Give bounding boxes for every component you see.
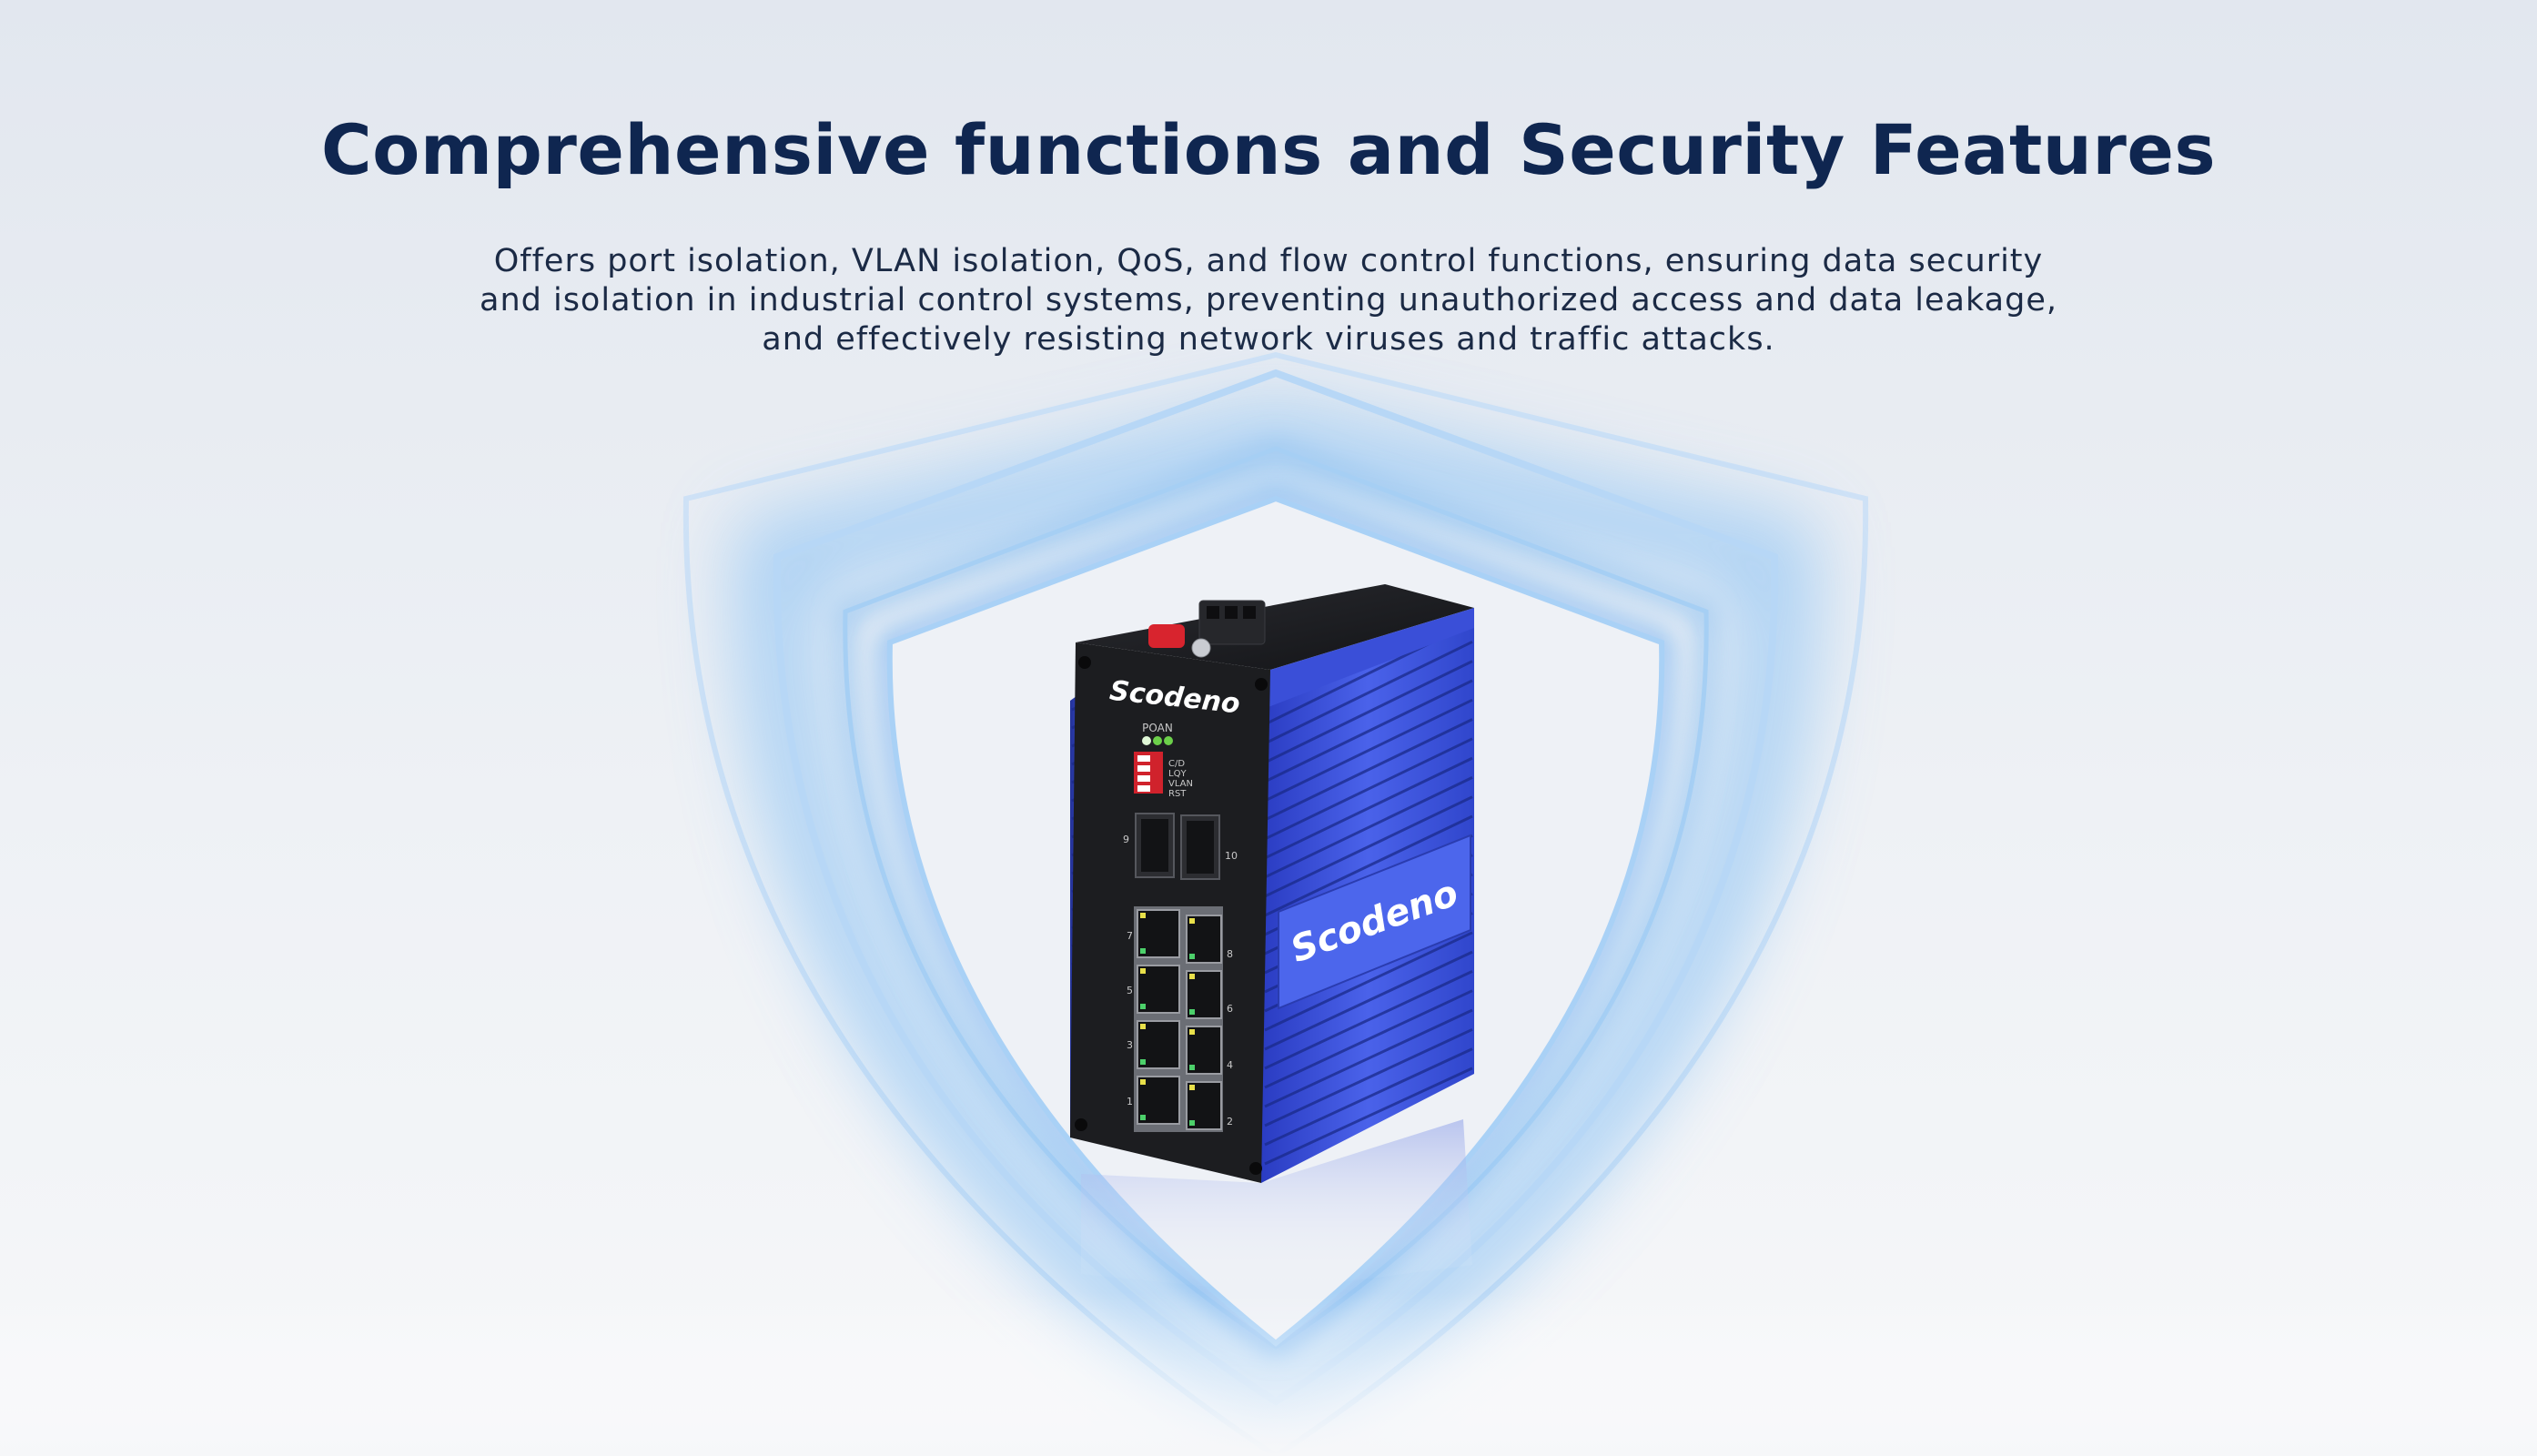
port-number: 5 [1127, 985, 1133, 996]
heatsink-fin [1264, 1027, 1473, 1127]
rj45-ports [1134, 906, 1223, 1132]
port-led [1189, 1009, 1195, 1015]
status-leds [1142, 736, 1173, 745]
sfp-port-9[interactable] [1135, 813, 1175, 878]
heatsink-fin [1264, 718, 1473, 822]
dip-label: C/D [1168, 759, 1185, 769]
dip-label: VLAN [1168, 779, 1193, 789]
heatsink-fin [1264, 931, 1473, 1032]
power-terminal [1198, 600, 1266, 645]
port-led [1189, 1065, 1195, 1070]
heatsink-fin [1264, 1067, 1473, 1166]
port-led [1189, 918, 1195, 924]
heatsink-fin [1264, 737, 1473, 841]
dip-label: RST [1168, 789, 1187, 799]
port-number: 2 [1227, 1116, 1233, 1127]
port-led [1140, 1079, 1146, 1085]
port-number: 7 [1127, 930, 1133, 942]
port-led [1189, 974, 1195, 979]
port-led [1140, 968, 1146, 974]
port-led [1140, 948, 1146, 954]
heatsink-fin [1264, 776, 1473, 879]
sfp-port-10[interactable] [1180, 814, 1220, 880]
port-number: 6 [1227, 1003, 1233, 1015]
heatsink-fin [1264, 640, 1473, 745]
description-line: and effectively resisting network viruse… [762, 321, 1775, 358]
port-number: 10 [1225, 850, 1238, 862]
switch-device: Scodeno Scodeno POAN [1070, 584, 1474, 1183]
ground-screw [1148, 624, 1211, 658]
label-band [1278, 834, 1471, 1010]
port-led [1189, 1120, 1195, 1126]
heatsink-fin [1264, 660, 1473, 764]
heatsink-fin [1264, 756, 1473, 860]
device-reflection [1081, 1119, 1472, 1292]
heatsink-fin [1264, 814, 1473, 917]
port-led [1140, 1059, 1146, 1065]
heatsink-fin [1264, 970, 1473, 1070]
dip-label: LQY [1168, 769, 1187, 779]
port-led [1140, 1115, 1146, 1120]
heatsink-fin [1264, 1047, 1473, 1147]
port-led [1140, 1024, 1146, 1029]
page-title: Comprehensive functions and Security Fea… [320, 109, 2217, 190]
port-led [1189, 954, 1195, 959]
description-line: and isolation in industrial control syst… [480, 282, 2057, 318]
port-number: 9 [1123, 834, 1129, 845]
heatsink-fin [1264, 679, 1473, 784]
indicator-label: POAN [1142, 722, 1173, 734]
heatsink-fin [1264, 795, 1473, 898]
port-number: 1 [1127, 1096, 1133, 1107]
port-number: 4 [1227, 1059, 1233, 1071]
shield-outer [682, 351, 1869, 1456]
dip-switches[interactable] [1134, 752, 1163, 794]
port-led [1189, 1085, 1195, 1090]
heatsink-fin [1264, 698, 1473, 803]
heatsink-fin [1264, 1008, 1473, 1108]
description: Offers port isolation, VLAN isolation, Q… [450, 242, 2087, 359]
description-line: Offers port isolation, VLAN isolation, Q… [493, 243, 2044, 279]
port-led [1140, 913, 1146, 918]
port-led [1140, 1004, 1146, 1009]
port-led [1189, 1029, 1195, 1035]
port-number: 3 [1127, 1039, 1133, 1051]
heatsink-fin [1264, 989, 1473, 1089]
bottom-fade [0, 1292, 2537, 1456]
port-number: 8 [1227, 948, 1233, 960]
heatsink-fin [1264, 950, 1473, 1051]
